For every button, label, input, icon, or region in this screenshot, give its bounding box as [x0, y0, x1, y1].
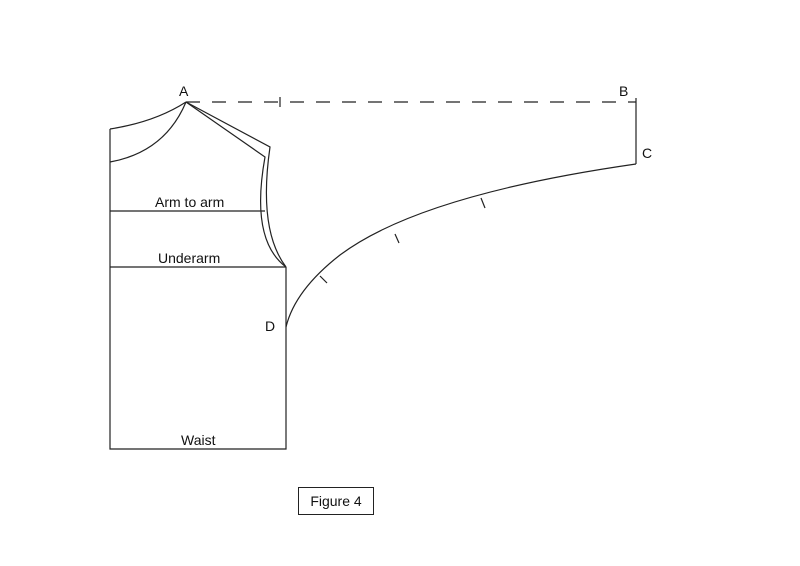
shoulder-outer: [185, 101, 287, 268]
neckline-inner: [109, 101, 187, 163]
waist-label: Waist: [181, 432, 216, 448]
underarm-label: Underarm: [158, 250, 221, 266]
tick-mark: [319, 275, 328, 284]
arm-to-arm-label: Arm to arm: [155, 194, 225, 210]
point-c-label: C: [642, 145, 653, 161]
point-b-label: B: [619, 83, 629, 99]
neckline-outer: [109, 101, 187, 130]
point-a-label: A: [179, 83, 189, 99]
tick-mark: [394, 233, 400, 244]
bodice-outline: [109, 129, 287, 450]
point-d-label: D: [265, 318, 276, 334]
sleeve-curve-c-d: [285, 163, 637, 328]
tick-mark: [480, 197, 486, 209]
figure-caption: Figure 4: [298, 487, 374, 515]
shoulder-inner: [185, 101, 287, 268]
